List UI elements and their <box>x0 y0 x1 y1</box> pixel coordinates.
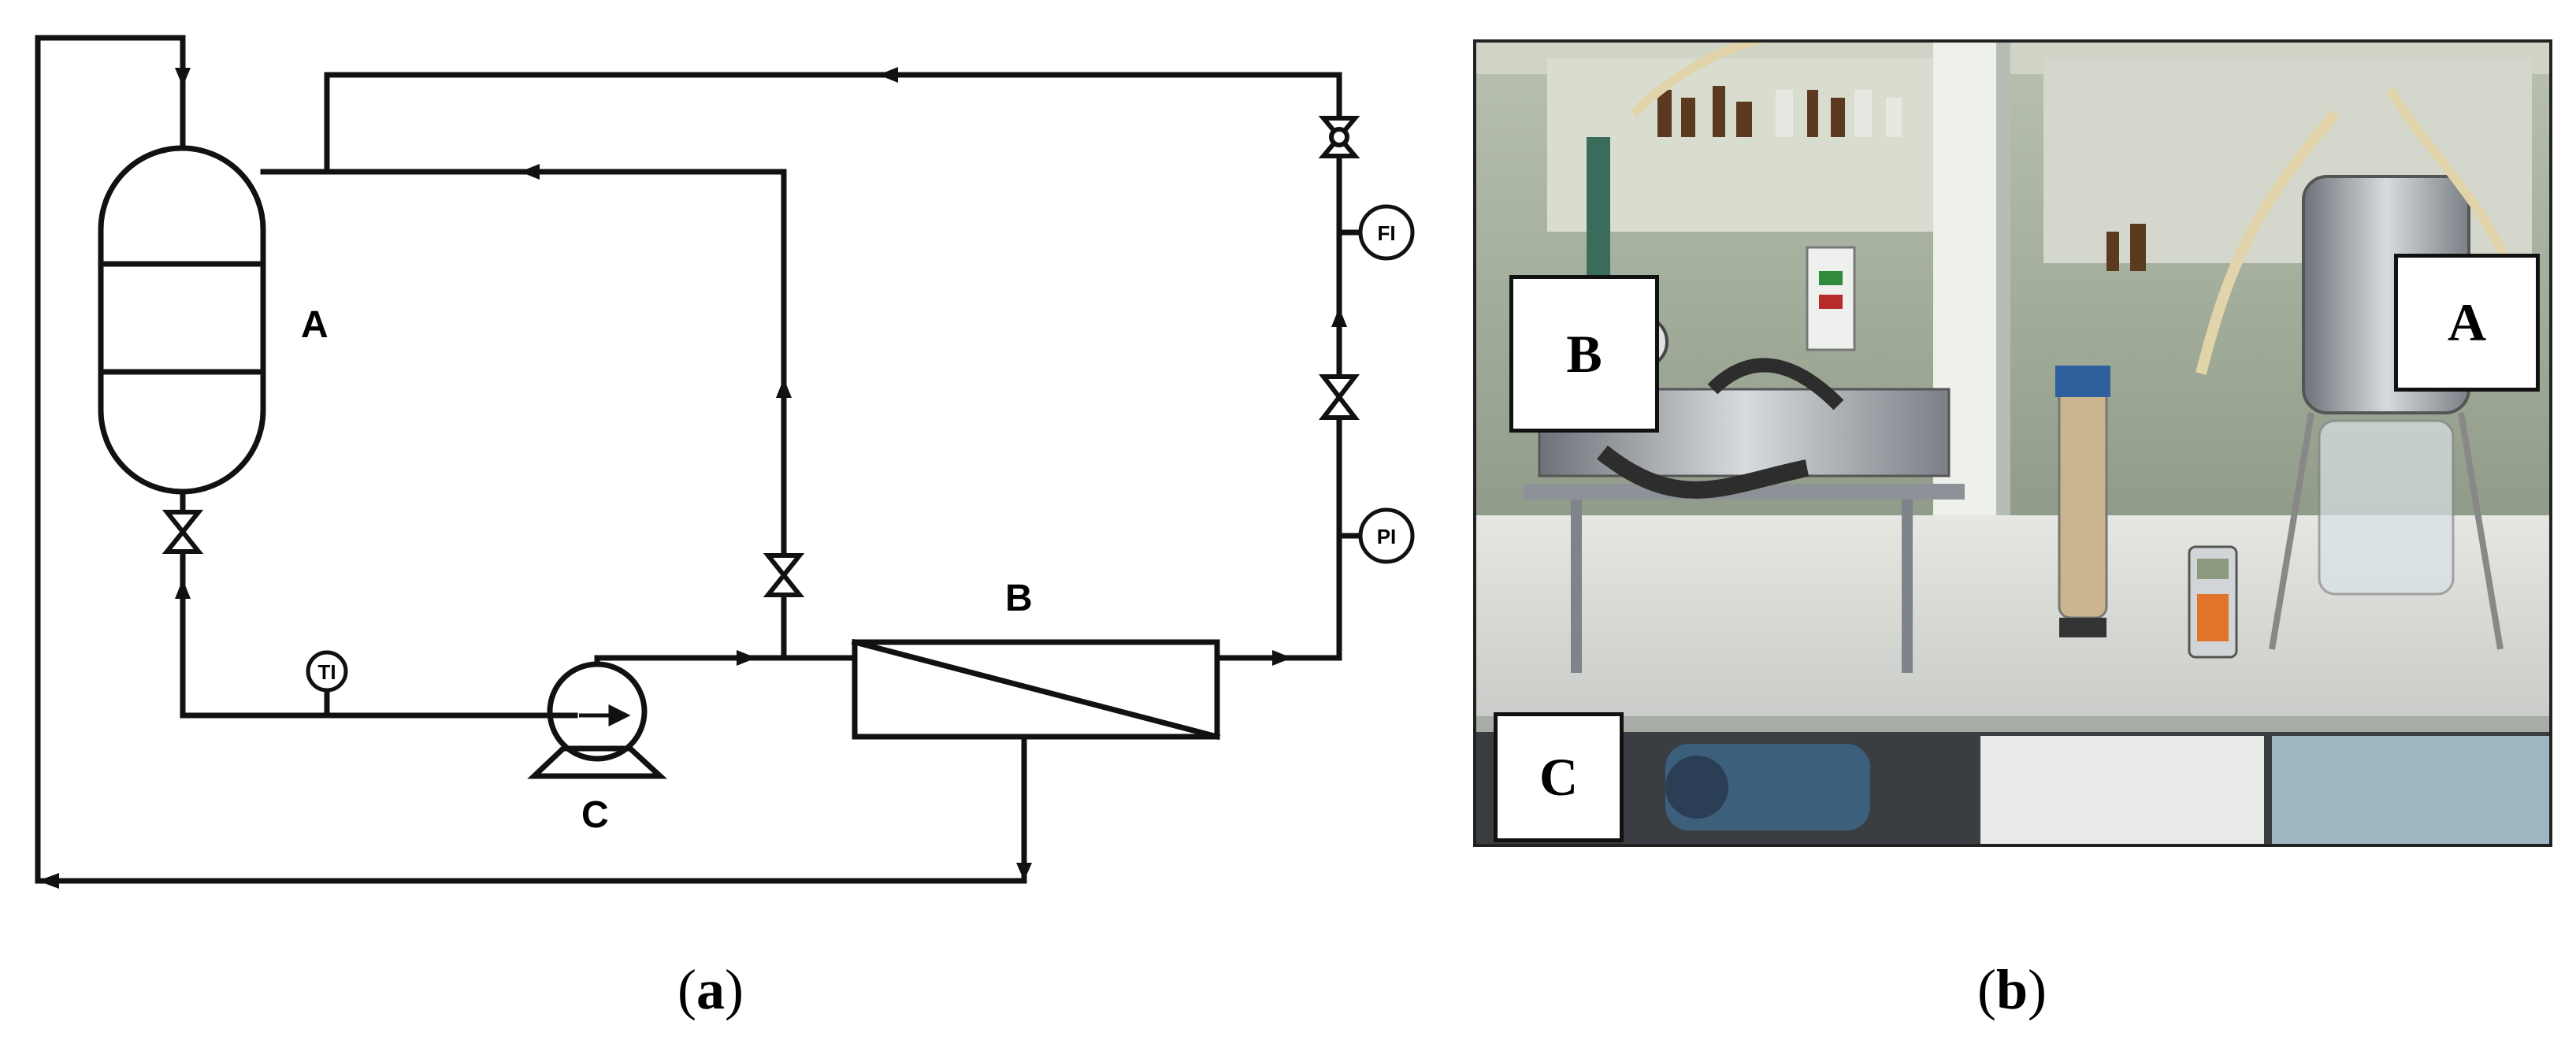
bypass-valve <box>763 553 805 597</box>
arrow-permeate-down <box>1016 863 1032 881</box>
arrow-pump-discharge <box>737 650 756 666</box>
photo-label-a: A <box>2394 254 2540 392</box>
pump-body <box>547 661 648 762</box>
arrow-retentate-out <box>1272 650 1292 666</box>
retentate-return-line-top <box>324 72 1342 175</box>
caption-a-letter: a <box>696 958 725 1021</box>
lab-setup-photo: B A C <box>1473 39 2552 847</box>
pump-arrow-icon <box>608 704 631 727</box>
pump-discharge-line <box>594 655 858 667</box>
membrane-label: B <box>1005 578 1033 619</box>
pump-base <box>527 745 667 779</box>
arrow-retentate-up <box>1331 307 1347 327</box>
tank-outlet-valve <box>161 510 204 554</box>
tank-label: A <box>301 304 328 346</box>
arrow-tank-top <box>520 164 540 180</box>
fi-bubble <box>1358 204 1415 261</box>
feed-tank <box>98 145 266 495</box>
arrow-into-tank <box>175 68 191 87</box>
caption-b-close: ) <box>2028 958 2047 1021</box>
pi-label: PI <box>1377 525 1397 548</box>
arrow-bottom-return <box>38 873 59 889</box>
caption-a-close: ) <box>724 958 744 1021</box>
arrow-tank-outlet-up <box>175 579 191 599</box>
membrane-module <box>852 639 1220 740</box>
photo-illustration <box>1476 43 2549 844</box>
retentate-line <box>1214 119 1342 661</box>
fi-label: FI <box>1377 221 1395 245</box>
caption-a-open: ( <box>677 958 696 1021</box>
pi-bubble <box>1358 507 1415 564</box>
pump-label: C <box>581 794 609 836</box>
arrow-top-return <box>878 67 898 83</box>
membrane-diagonal <box>851 638 1221 741</box>
top-loop-valve-actuator <box>1329 127 1349 147</box>
photo-label-b: B <box>1509 275 1659 433</box>
caption-a: (a) <box>677 957 744 1023</box>
tank-outlet-line <box>180 488 578 719</box>
caption-b-open: ( <box>1977 958 1996 1021</box>
photo-label-c: C <box>1494 712 1624 842</box>
caption-b-letter: b <box>1995 958 2029 1021</box>
retentate-control-valve <box>1318 374 1360 420</box>
ti-bubble <box>306 650 348 693</box>
process-flow-diagram: A B C TI FI PI <box>35 35 1415 889</box>
caption-b: (b) <box>1977 957 2047 1023</box>
ti-label: TI <box>317 660 336 684</box>
arrow-bypass-up <box>776 378 792 398</box>
permeate-return-line <box>35 35 1027 884</box>
